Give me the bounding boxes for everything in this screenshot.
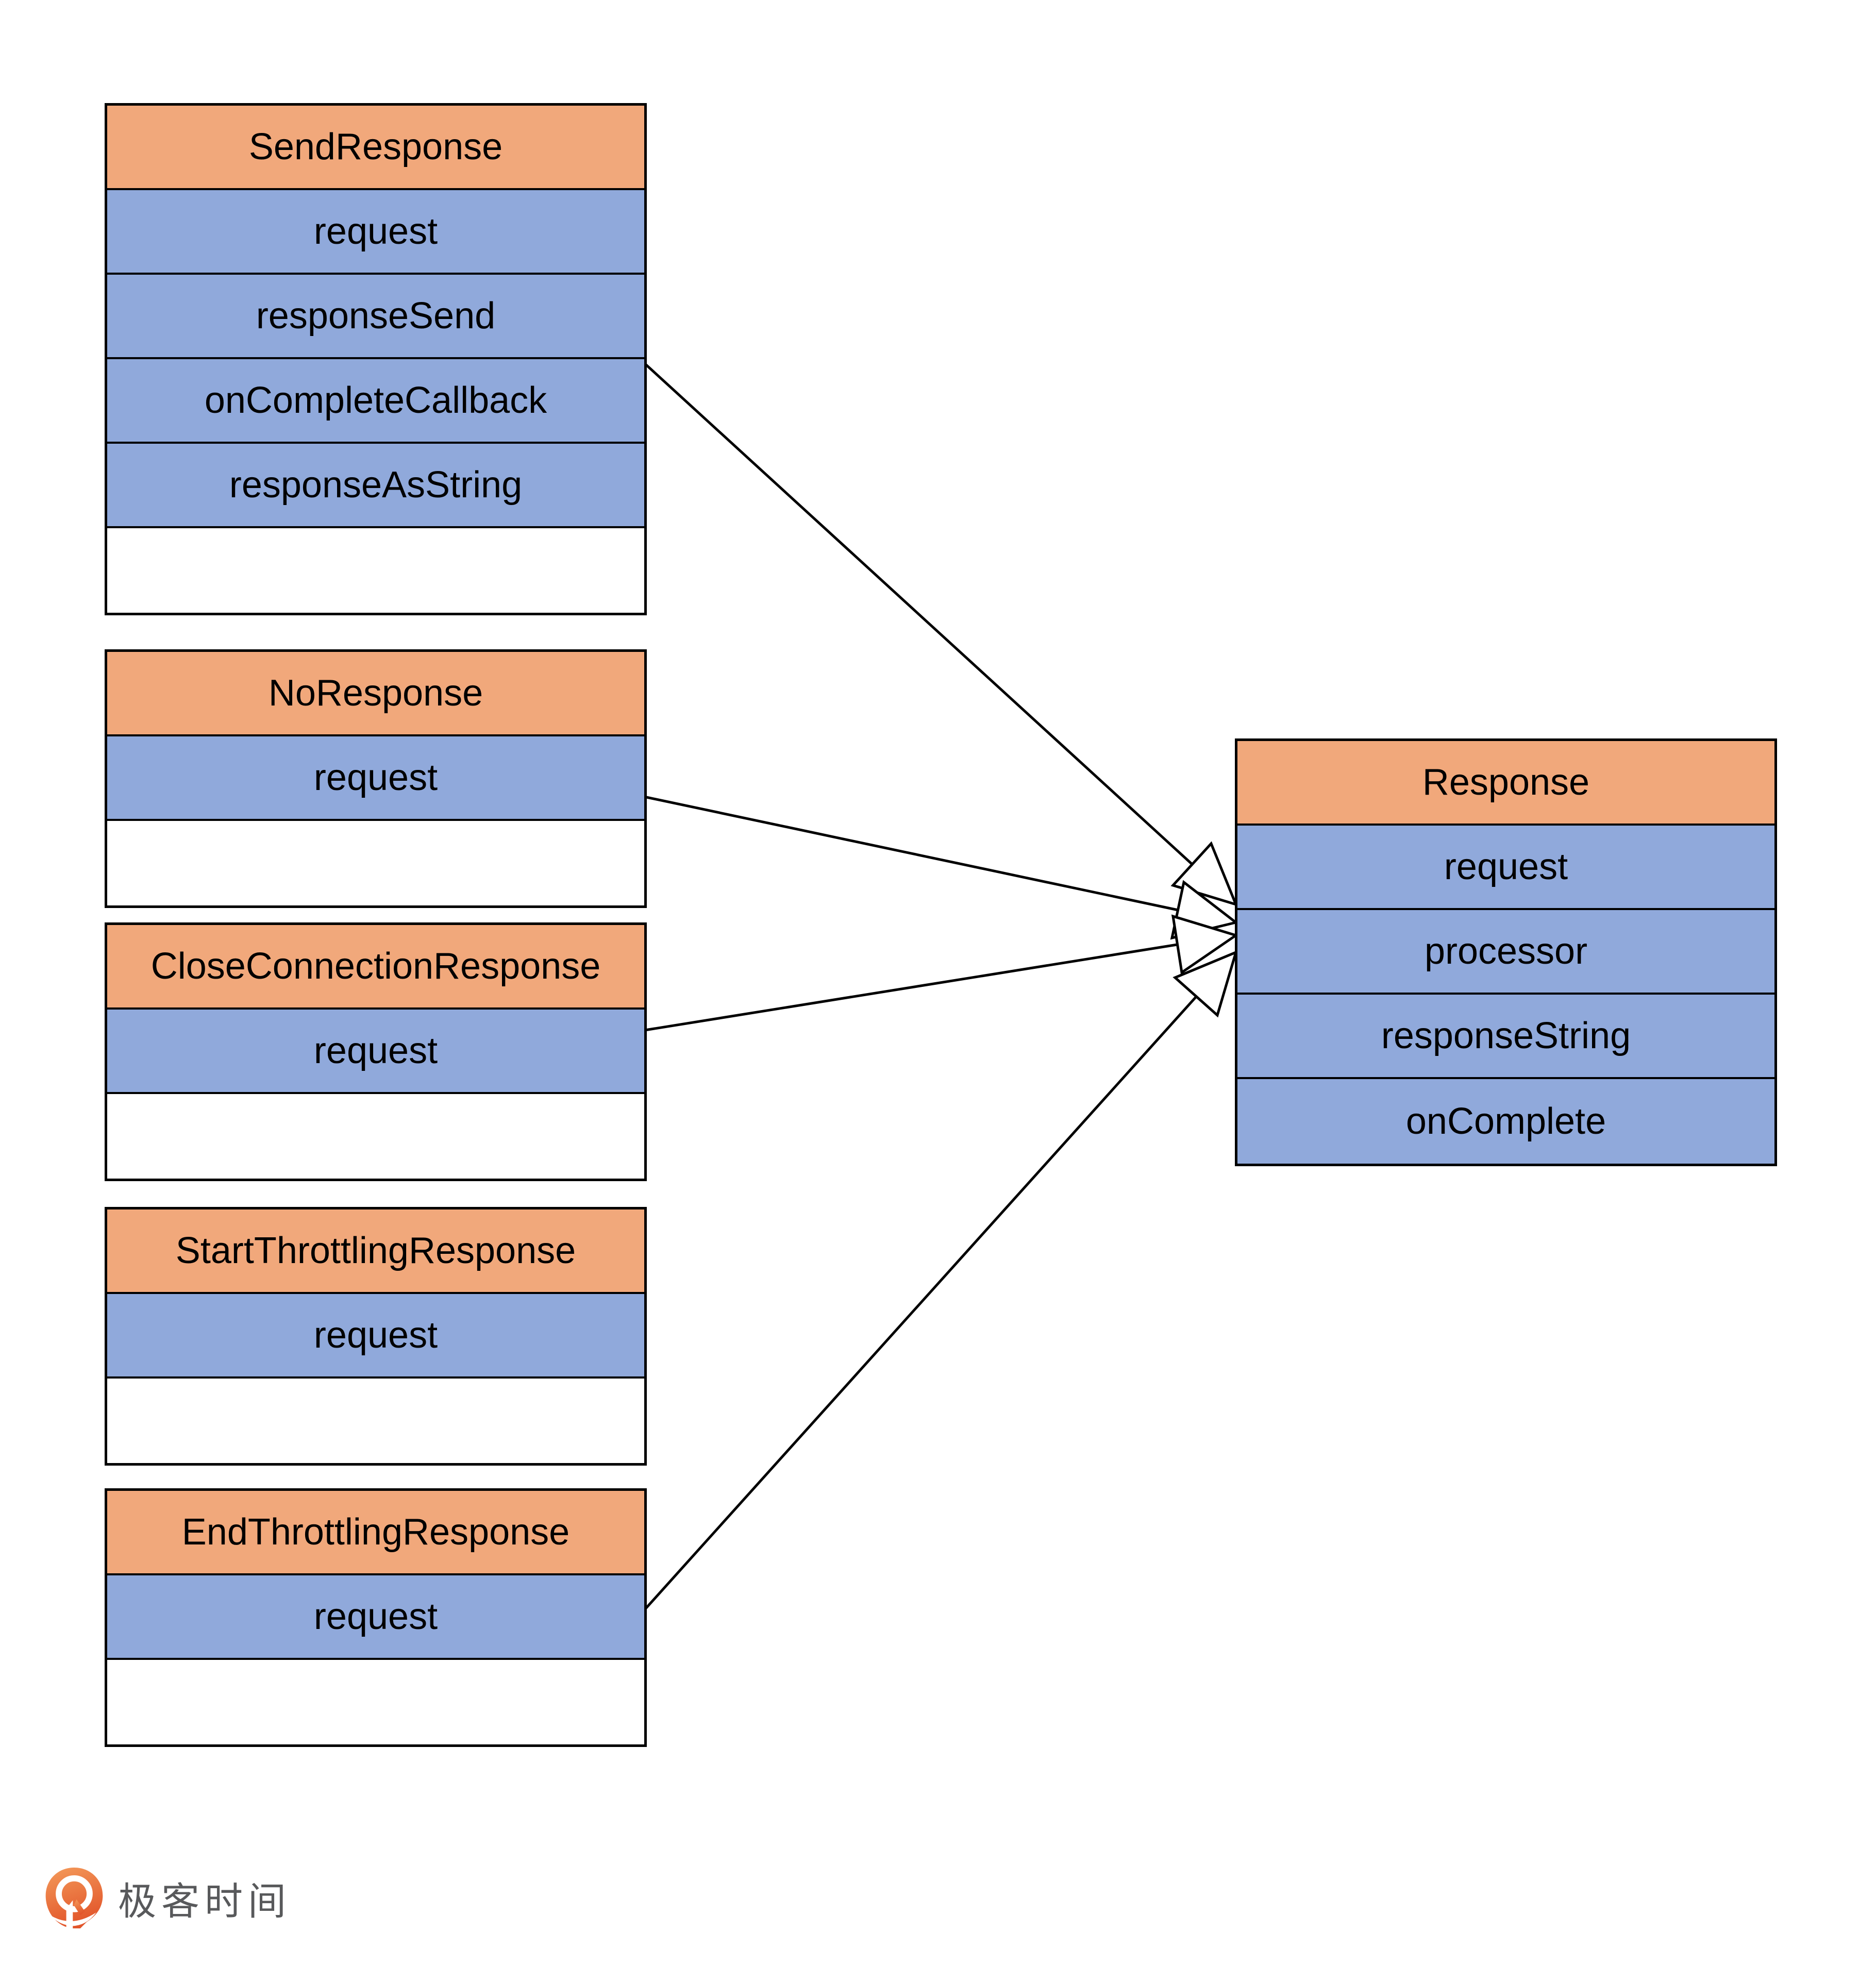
attribute-row: onCompleteCallback	[107, 359, 644, 444]
class-name: StartThrottlingResponse	[107, 1209, 644, 1294]
attribute-row: responseAsString	[107, 444, 644, 528]
inheritance-arrow-closeconnectionresponse	[641, 914, 1239, 1032]
inheritance-arrow-sendresponse	[641, 360, 1238, 906]
attribute-row: request	[107, 1294, 644, 1379]
empty-methods-section	[107, 821, 644, 905]
class-name: SendResponse	[107, 106, 644, 190]
attribute-row: request	[107, 736, 644, 821]
attribute-row: request	[1237, 826, 1774, 910]
class-box-endthrottlingresponse: EndThrottlingResponse request	[105, 1488, 647, 1747]
class-box-noresponse: NoResponse request	[105, 649, 647, 908]
class-box-sendresponse: SendResponse request responseSend onComp…	[105, 103, 647, 615]
inheritance-arrow-endthrottlingresponse	[641, 950, 1238, 1614]
empty-methods-section	[107, 1379, 644, 1463]
attribute-row: processor	[1237, 910, 1774, 995]
geektime-logo-icon	[45, 1868, 103, 1928]
class-name: CloseConnectionResponse	[107, 925, 644, 1010]
class-name: Response	[1237, 741, 1774, 826]
empty-methods-section	[107, 1660, 644, 1744]
attribute-row: onComplete	[1237, 1079, 1774, 1164]
empty-methods-section	[107, 528, 644, 613]
attribute-row: request	[107, 1575, 644, 1660]
attribute-row: responseSend	[107, 275, 644, 359]
class-box-startthrottlingresponse: StartThrottlingResponse request	[105, 1207, 647, 1466]
class-box-closeconnectionresponse: CloseConnectionResponse request	[105, 922, 647, 1181]
class-name: EndThrottlingResponse	[107, 1491, 644, 1575]
inheritance-arrow-noresponse	[641, 795, 1239, 940]
geektime-logo: 极客时间	[44, 1867, 291, 1929]
class-name: NoResponse	[107, 652, 644, 736]
attribute-row: responseString	[1237, 995, 1774, 1079]
attribute-row: request	[107, 190, 644, 275]
empty-methods-section	[107, 1094, 644, 1179]
geektime-logo-text: 极客时间	[118, 1879, 291, 1923]
attribute-row: request	[107, 1010, 644, 1094]
class-box-response: Response request processor responseStrin…	[1235, 738, 1777, 1166]
